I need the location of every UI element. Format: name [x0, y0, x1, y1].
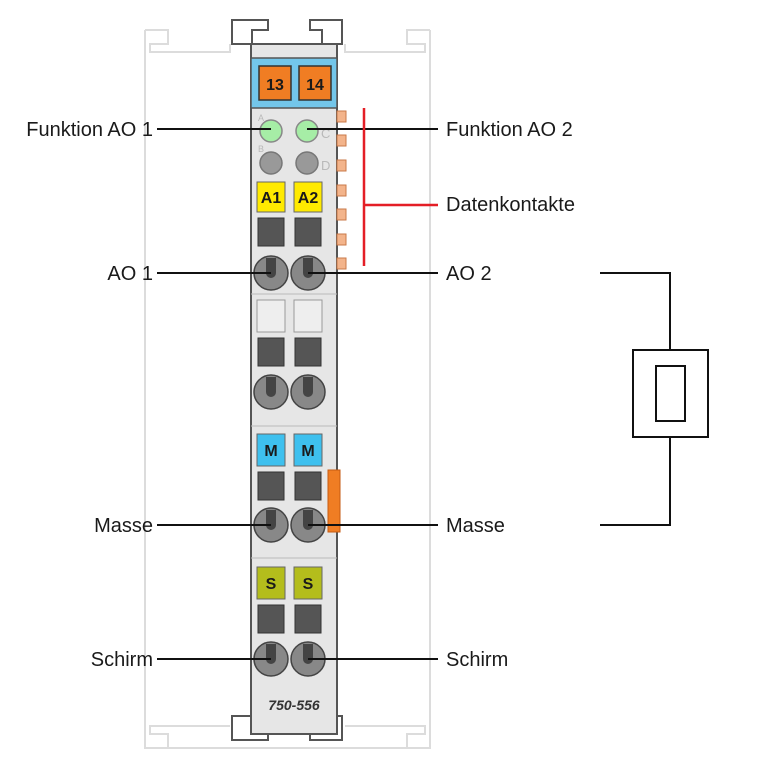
label-ao2: AO 2 — [446, 263, 492, 285]
orange-jumper — [327, 469, 341, 533]
label-masse-right: Masse — [446, 515, 505, 537]
label-s-right — [293, 566, 323, 600]
top-clip — [231, 19, 343, 45]
led-function-ao1 — [259, 119, 283, 143]
marker-tag-14 — [298, 65, 332, 101]
marker-tag-13-text: 13 — [266, 77, 284, 94]
release-button — [257, 217, 285, 247]
release-button — [294, 337, 322, 367]
label-m-right — [293, 433, 323, 467]
label-masse-left: Masse — [94, 515, 153, 537]
blank-label — [256, 299, 286, 333]
release-button — [294, 604, 322, 634]
label-a1-text: A1 — [261, 190, 282, 207]
label-ao1: AO 1 — [107, 263, 153, 285]
led-unused-d — [295, 151, 319, 175]
din-rail-outline — [144, 29, 431, 749]
led-function-ao2 — [295, 119, 319, 143]
label-s-left — [256, 566, 286, 600]
label-schirm-left: Schirm — [91, 649, 153, 671]
led-letter-d: D — [321, 158, 330, 173]
release-button — [257, 471, 285, 501]
load-resistor-symbol — [600, 272, 709, 526]
label-funktion-ao2: Funktion AO 2 — [446, 119, 573, 141]
data-contacts-bracket — [362, 108, 438, 266]
release-button — [294, 471, 322, 501]
clamp-unused — [253, 374, 289, 410]
label-funktion-ao1: Funktion AO 1 — [26, 119, 153, 141]
led-unused-b — [259, 151, 283, 175]
label-a2-text: A2 — [298, 190, 319, 207]
label-datenkontakte: Datenkontakte — [446, 194, 575, 216]
label-a2 — [293, 181, 323, 213]
label-schirm-right: Schirm — [446, 649, 508, 671]
led-letter-b: B — [258, 144, 264, 154]
led-letter-c: C — [321, 126, 330, 141]
marker-tag-14-text: 14 — [306, 77, 324, 94]
release-button — [257, 337, 285, 367]
label-s-right-text: S — [303, 576, 314, 593]
data-contact-pads — [336, 110, 347, 270]
label-s-left-text: S — [266, 576, 277, 593]
leader-lines — [157, 128, 438, 660]
model-number: 750-556 — [268, 697, 320, 713]
blank-label — [293, 299, 323, 333]
release-button — [257, 604, 285, 634]
label-m-right-text: M — [301, 443, 314, 460]
label-a1 — [256, 181, 286, 213]
release-button — [294, 217, 322, 247]
marker-tag-13 — [258, 65, 292, 101]
label-m-left-text: M — [264, 443, 277, 460]
label-m-left — [256, 433, 286, 467]
led-letter-a: A — [258, 113, 264, 123]
clamp-unused — [290, 374, 326, 410]
